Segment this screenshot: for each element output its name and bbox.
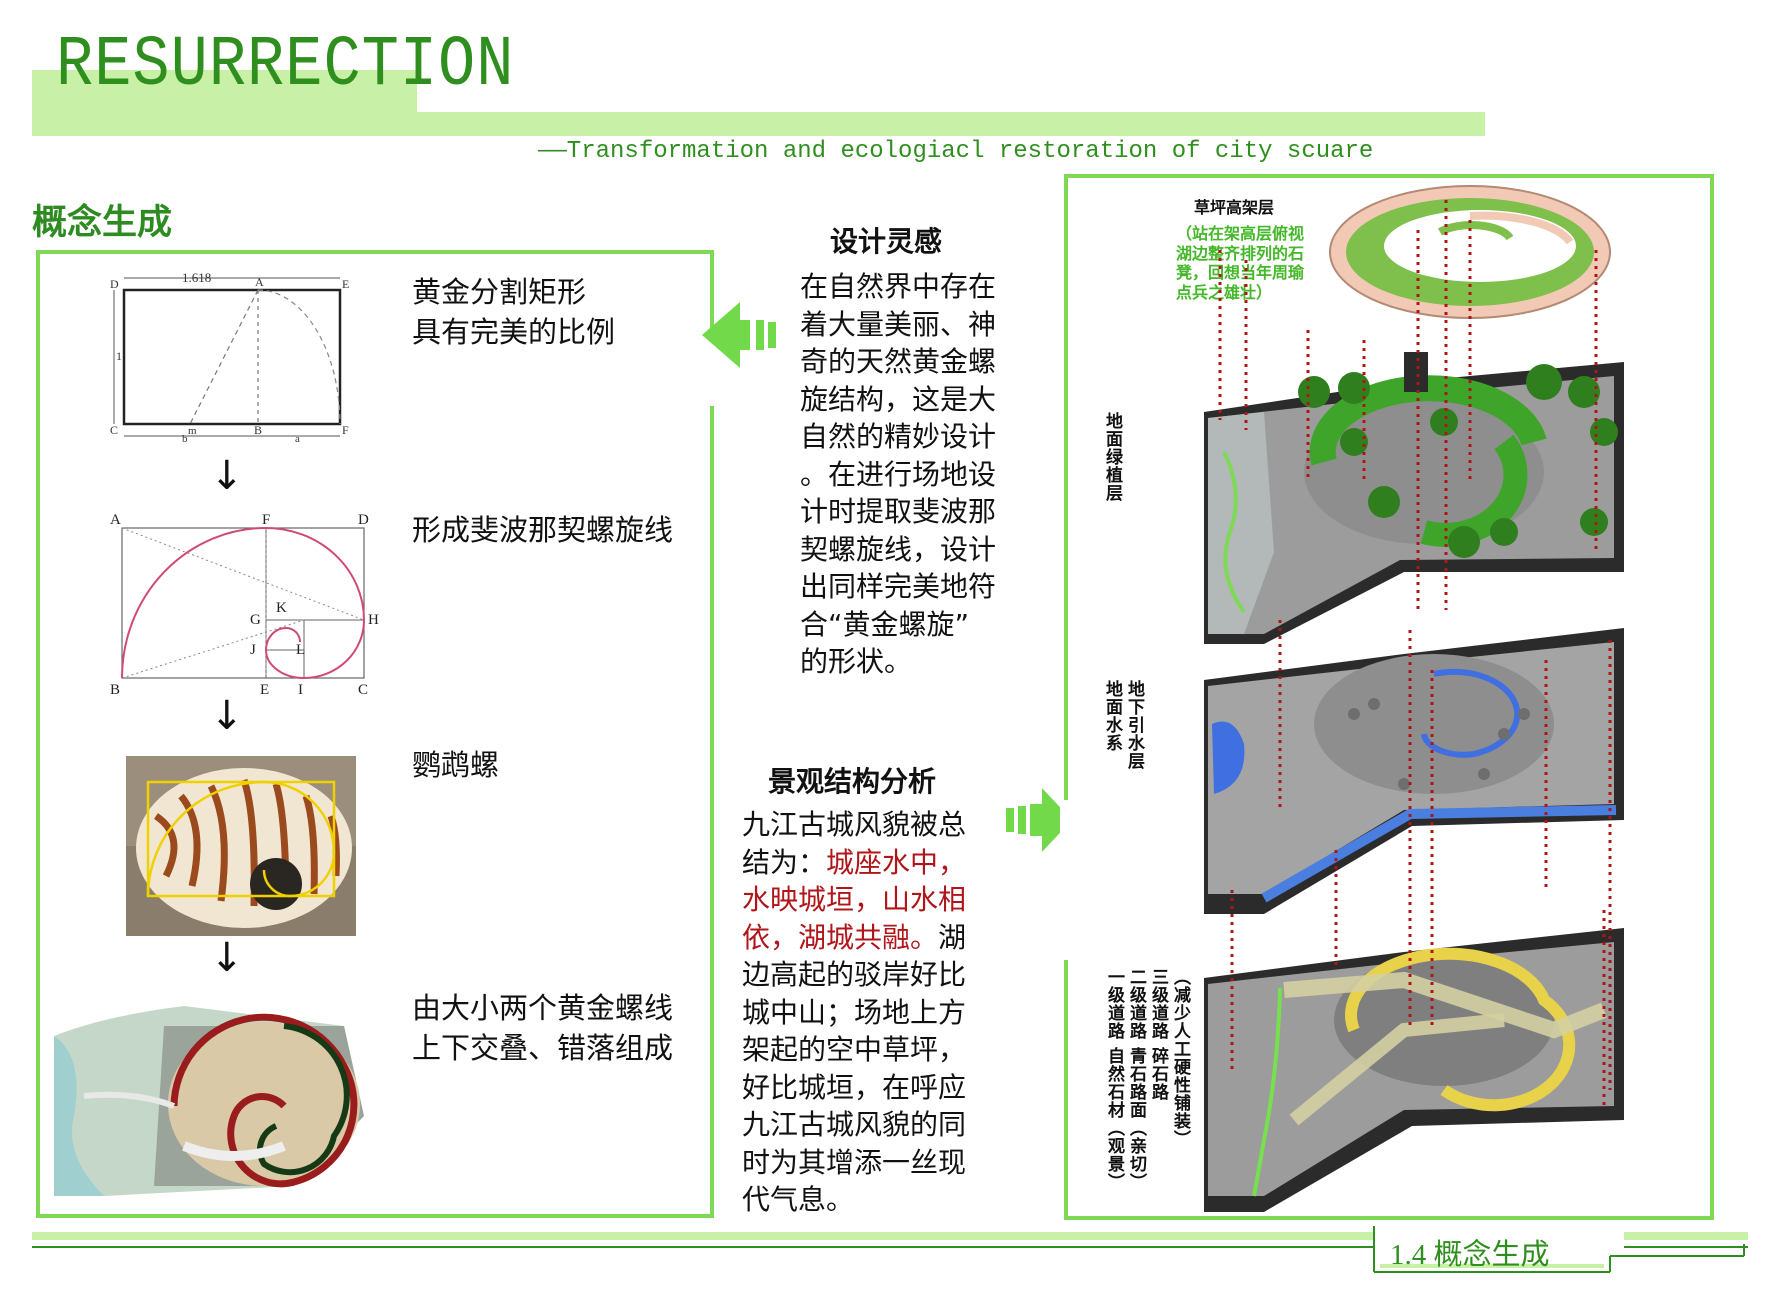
svg-text:B: B [254, 423, 262, 437]
analysis-highlight: 水映城垣，山水相 [742, 883, 967, 916]
layer-connector-lines [1218, 200, 1612, 1110]
svg-text:L: L [296, 642, 305, 658]
svg-text:a: a [295, 433, 300, 443]
frame-gap [1060, 800, 1072, 960]
footer-page-label: 1.4 概念生成 [1390, 1239, 1550, 1271]
inspiration-line: 自然的精妙设计 [800, 420, 997, 453]
down-arrow-2: ↓ [210, 693, 244, 739]
analysis-highlight: 城座水中， [826, 845, 967, 879]
inspiration-line: 合“黄金螺旋” [800, 607, 970, 641]
svg-text:b: b [182, 433, 188, 443]
analysis-span: 湖 [938, 920, 967, 954]
svg-text:1: 1 [116, 349, 122, 363]
analysis-text: 九江古城风貌被总 结为：城座水中， 水映城垣，山水相 依，湖城共融。湖 边高起的… [742, 806, 992, 1219]
header-band [32, 70, 417, 136]
svg-text:D: D [358, 512, 369, 528]
svg-text:F: F [342, 423, 349, 437]
layer4-primary-road: 一级道路 自然石材（观景） [1104, 968, 1124, 1191]
analysis-line: 九江古城风貌的同 [742, 1108, 967, 1141]
layer1-title: 草坪高架层 [1194, 198, 1275, 217]
step4-label-line2: 上下交叠、错落组成 [412, 1031, 674, 1065]
inspiration-line: 旋结构，这是大 [800, 382, 997, 416]
layer1-note: （站在架高层俯视湖边整齐排列的石凳，回想当年周瑜点兵之雄壮） [1176, 224, 1305, 302]
inspiration-line: 着大量美丽、神 [800, 307, 997, 341]
analysis-line: 代气息。 [742, 1183, 855, 1216]
analysis-title: 景观结构分析 [768, 765, 937, 798]
inspiration-line: 。在进行场地设 [800, 457, 997, 491]
layer4-note: （减少人工硬性铺装） [1170, 968, 1190, 1148]
svg-text:F: F [262, 512, 270, 528]
svg-text:C: C [110, 423, 118, 437]
step1-label-line2: 具有完美的比例 [412, 315, 616, 349]
down-arrow-3: ↓ [210, 935, 244, 981]
svg-text:B: B [110, 682, 120, 698]
ground-greenery-layer [1204, 352, 1624, 644]
analysis-line: 时为其增添一丝现 [742, 1145, 967, 1179]
svg-text:m: m [188, 425, 197, 437]
step4-label-line1: 由大小两个黄金螺线 [412, 991, 674, 1025]
analysis-line: 边高起的驳岸好比 [742, 958, 967, 991]
step3-label: 鹦鹉螺 [412, 748, 500, 782]
footer-tab [1373, 1224, 1745, 1273]
inspiration-title: 设计灵感 [830, 225, 943, 258]
down-arrow-1: ↓ [210, 453, 244, 499]
road-system-layer [1204, 928, 1624, 1212]
svg-text:K: K [276, 600, 287, 616]
inspiration-line: 在自然界中存在 [800, 270, 997, 303]
water-system-layer [1204, 628, 1624, 914]
arrow-left-icon [702, 302, 776, 368]
concept-steps-frame [36, 250, 714, 1218]
analysis-line: 结为：城座水中， [742, 844, 992, 882]
svg-text:A: A [110, 512, 121, 528]
double-spiral-site-plan [54, 1006, 364, 1196]
analysis-highlight: 依，湖城共融。 [742, 920, 939, 954]
svg-text:J: J [250, 642, 256, 658]
analysis-span: 结为： [742, 845, 827, 879]
svg-text:H: H [368, 612, 379, 628]
arrow-right-icon [1006, 788, 1072, 852]
inspiration-line: 计时提取斐波那 [800, 495, 997, 528]
analysis-line: 九江古城风貌被总 [742, 808, 967, 841]
step1-label-line1: 黄金分割矩形 [412, 275, 587, 309]
page-subtitle: ——Transformation and ecologiacl restorat… [538, 138, 1374, 165]
nautilus-shell-image [126, 756, 356, 936]
layer4-secondary-road: 二级道路 青石路面（亲切） [1126, 968, 1146, 1191]
svg-text:D: D [110, 277, 119, 291]
svg-text:E: E [342, 277, 349, 291]
inspiration-line: 的形状。 [800, 645, 913, 678]
svg-text:G: G [250, 612, 261, 628]
inspiration-line: 契螺旋线，设计 [800, 532, 997, 566]
step2-label: 形成斐波那契螺旋线 [412, 513, 674, 547]
svg-text:C: C [358, 682, 368, 698]
section-title: 概念生成 [32, 203, 173, 243]
layers-frame [1064, 174, 1714, 1220]
svg-text:E: E [260, 682, 269, 698]
analysis-line: 依，湖城共融。湖 [742, 919, 992, 957]
svg-text:1.618: 1.618 [182, 270, 211, 285]
inspiration-line: 奇的天然黄金螺 [800, 345, 997, 378]
fibonacci-spiral-diagram: A F D GK H J L B E I C [110, 512, 379, 698]
inspiration-text: 在自然界中存在 着大量美丽、神 奇的天然黄金螺 旋结构，这是大 自然的精妙设计 … [800, 268, 1020, 681]
golden-rectangle-diagram: 1.618 D A E C B F 1 m b a [110, 270, 349, 443]
layer3-label-a: 地面水系 [1102, 680, 1122, 752]
page-title: RESURRECTION [56, 24, 515, 106]
svg-text:I: I [298, 682, 303, 698]
footer-rule [32, 1246, 1748, 1248]
analysis-line: 好比城垣，在呼应 [742, 1070, 967, 1104]
layer3-label-b: 地下引水层 [1124, 680, 1144, 770]
layer2-label: 地面绿植层 [1102, 412, 1122, 502]
inspiration-line: 出同样完美地符 [800, 570, 997, 603]
frame-gap [708, 340, 718, 406]
footer-band [32, 1232, 1748, 1240]
analysis-line: 城中山；场地上方 [742, 995, 967, 1029]
analysis-line: 架起的空中草坪， [742, 1033, 967, 1066]
layer4-tertiary-road: 三级道路 碎石路 [1148, 968, 1168, 1101]
svg-text:A: A [255, 275, 264, 289]
header-band-extension [417, 112, 1485, 136]
